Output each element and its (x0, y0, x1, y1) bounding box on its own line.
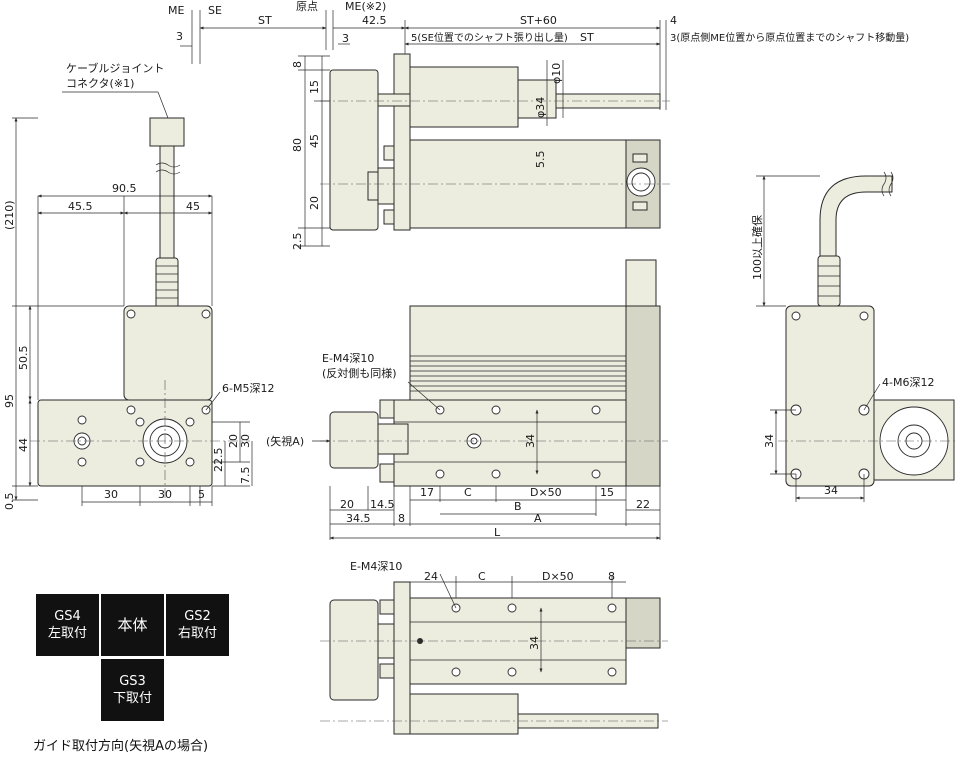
label-se-note: 5(SE位置でのシャフト張り出し量) (411, 31, 568, 44)
label-tap-e-m4: E-M4深10 (322, 352, 374, 365)
dim-8: 8 (291, 61, 304, 68)
dim-24: 24 (424, 570, 438, 583)
dim-7-5: 7.5 (239, 467, 252, 485)
top-view: 8 15 80 45 20 2.5 φ34 φ10 5.5 (291, 53, 670, 251)
dim-phi10: φ10 (550, 63, 563, 84)
dim-34-5: 34.5 (346, 512, 371, 525)
dim-34-front: 34 (524, 434, 537, 448)
dim-34-right-v: 34 (763, 434, 776, 448)
label-origin: 原点 (296, 0, 318, 13)
dim-14-5: 14.5 (370, 498, 395, 511)
connector-label-line2: コネクタ(※1) (66, 77, 134, 90)
bottom-view: 34 E-M4深10 24 C D×50 8 (320, 560, 668, 735)
dim-l: L (494, 526, 501, 539)
tile-gs4-code: GS4 (54, 609, 81, 624)
dim-20-front: 20 (340, 498, 354, 511)
label-st-right: ST (580, 31, 594, 44)
dim-20-v: 20 (227, 434, 240, 448)
dim-45-5: 45.5 (68, 200, 93, 213)
tile-gs4-desc: 左取付 (47, 626, 87, 641)
dim-50-5: 50.5 (17, 346, 30, 371)
dim-42-5: 42.5 (362, 14, 387, 27)
dim-0-5: 0.5 (3, 493, 16, 511)
tile-gs3-bottom: GS3 下取付 (101, 659, 164, 721)
dim-90-5: 90.5 (112, 182, 137, 195)
front-view: 34 (矢視A) E-M4深10 (反対側も同様) 17 C D×50 15 2… (266, 259, 668, 540)
dim-30-v: 30 (239, 434, 252, 448)
dim-30-a: 30 (104, 488, 118, 501)
top-dimension-row: ME SE ST 原点 ME(※2) 42.5 3 3 ST+60 4 5(SE… (168, 0, 909, 110)
dim-22-5: 22.5 (212, 448, 225, 473)
dim-st-plus-60: ST+60 (520, 14, 557, 27)
dim-a: A (534, 512, 542, 525)
dim-5-5: 5.5 (534, 151, 547, 169)
label-tap-4-m6: 4-M6深12 (882, 376, 934, 389)
dim-17: 17 (420, 486, 434, 499)
dim-95: 95 (3, 394, 16, 408)
dim-44: 44 (17, 438, 30, 452)
dim-80: 80 (291, 138, 304, 152)
orientation-caption: ガイド取付方向(矢視Aの場合) (33, 739, 209, 754)
right-view: 100以上確保 4-M6深12 34 34 (750, 171, 958, 502)
dim-b: B (514, 500, 522, 513)
cooling-fins (410, 355, 626, 392)
tile-gs2-right: GS2 右取付 (166, 594, 229, 656)
dim-dx50: D×50 (530, 486, 562, 499)
label-me-note: ME(※2) (345, 0, 386, 13)
dim-3-left: 3 (176, 30, 183, 43)
dim-100-min: 100以上確保 (750, 215, 764, 280)
dim-45: 45 (308, 134, 321, 148)
label-st-left: ST (258, 14, 272, 27)
dim-4: 4 (670, 14, 677, 27)
label-se: SE (208, 4, 222, 17)
dim-dx50-bottom: D×50 (542, 570, 574, 583)
tile-body-label: 本体 (117, 615, 148, 634)
dim-15: 15 (600, 486, 614, 499)
tile-gs3-code: GS3 (119, 674, 146, 689)
dim-34-right-h: 34 (824, 484, 838, 497)
dim-22: 22 (636, 498, 650, 511)
dim-2-5: 2.5 (291, 233, 304, 251)
dim-45: 45 (186, 200, 200, 213)
left-view: ケーブルジョイント コネクタ(※1) (3, 61, 274, 510)
dim-8-bottom: 8 (608, 570, 615, 583)
label-tap-opposite: (反対側も同様) (322, 366, 397, 380)
dim-c-bottom: C (478, 570, 486, 583)
label-arrow-view-a: (矢視A) (266, 434, 304, 448)
dim-210: (210) (3, 200, 16, 230)
dim-c: C (464, 486, 472, 499)
dim-20: 20 (308, 196, 321, 210)
connector-label-line1: ケーブルジョイント (66, 61, 164, 75)
tile-gs2-desc: 右取付 (177, 626, 217, 641)
dim-phi34: φ34 (534, 97, 547, 118)
tile-gs3-desc: 下取付 (112, 691, 152, 706)
dim-34-bottom: 34 (528, 636, 541, 650)
dim-5: 5 (198, 488, 205, 501)
dim-8-front: 8 (398, 512, 405, 525)
dim-30-b: 30 (158, 488, 172, 501)
dim-3-mid: 3 (342, 32, 349, 45)
label-st-note: 3(原点側ME位置から原点位置までのシャフト移動量) (670, 31, 909, 44)
tile-gs4-left: GS4 左取付 (36, 594, 99, 656)
label-tap-bottom: E-M4深10 (350, 560, 402, 573)
tile-body: 本体 (101, 594, 164, 656)
tile-gs2-code: GS2 (184, 609, 211, 624)
label-tap-6-m5: 6-M5深12 (222, 382, 274, 395)
dim-15: 15 (308, 80, 321, 94)
label-me: ME (168, 4, 184, 17)
